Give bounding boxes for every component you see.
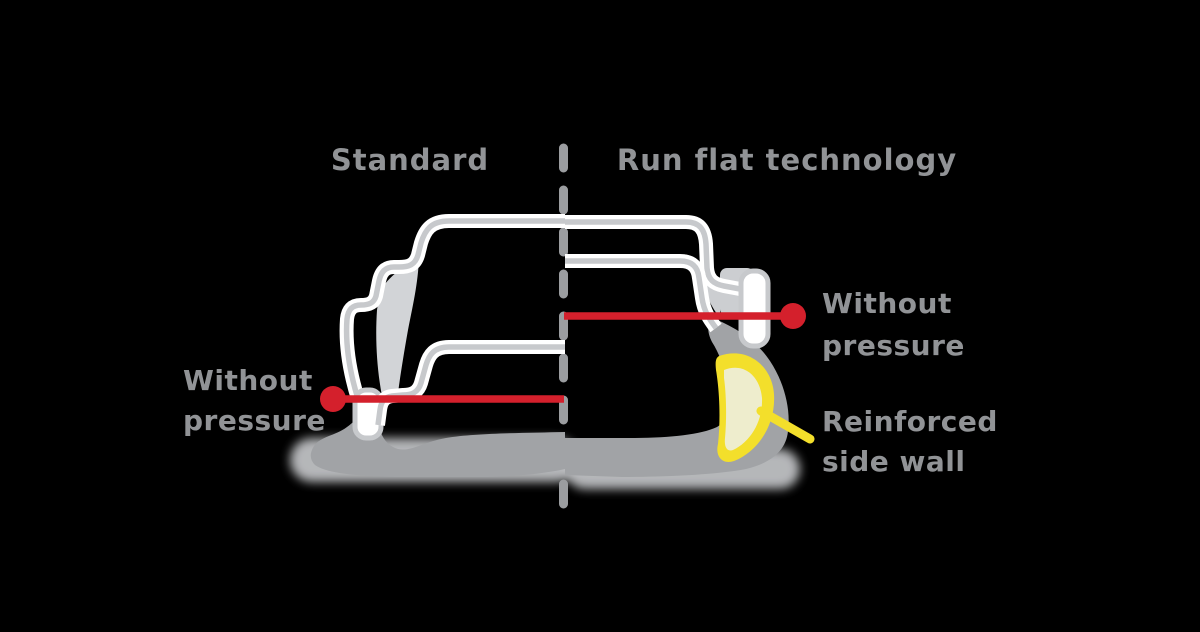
pressure-label-right: Without pressure: [822, 283, 965, 367]
pressure-label-left-line2: pressure: [183, 404, 326, 437]
tire-outer-profile-left: [343, 218, 565, 400]
pressure-label-right-line1: Without: [822, 287, 952, 320]
deflated-tire-body-left: [310, 394, 565, 477]
pressure-label-right-line2: pressure: [822, 329, 965, 362]
sidewall-shading-left: [376, 252, 419, 396]
reinforced-label-line1: Reinforced: [822, 405, 998, 438]
rim-flange-right: [738, 268, 771, 349]
pressure-label-left-line1: Without: [183, 364, 313, 397]
title-standard: Standard: [330, 143, 490, 177]
runflat-tire-drawing: [565, 215, 789, 477]
title-runflat: Run flat technology: [616, 143, 958, 177]
pressure-dot-right: [780, 303, 806, 329]
tire-inner-profile-left-white: [371, 340, 565, 426]
reinforced-sidewall-pointer: [756, 406, 815, 444]
pressure-dot-left: [320, 386, 346, 412]
reinforced-label-line2: side wall: [822, 445, 966, 478]
reinforced-label: Reinforced side wall: [822, 402, 998, 482]
reinforced-sidewall-crescent-inner: [724, 367, 763, 451]
tire-inner-profile-left: [375, 344, 565, 426]
pressure-label-left: Without pressure: [183, 361, 326, 441]
tire-inner-profile-right: [565, 258, 719, 330]
